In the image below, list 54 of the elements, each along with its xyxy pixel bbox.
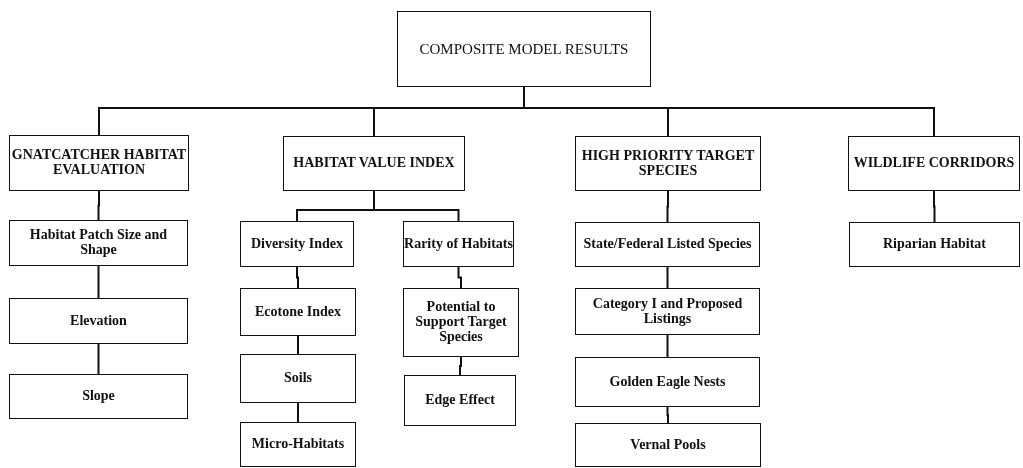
box-label: Riparian Habitat	[882, 237, 987, 252]
box	[9, 298, 188, 344]
box	[9, 374, 188, 419]
box	[240, 288, 356, 336]
box-label: State/Federal Listed Species	[583, 237, 752, 252]
connector-line	[97, 343, 100, 375]
box-label: Vernal Pools	[630, 437, 706, 453]
connector-line	[666, 334, 669, 358]
box	[9, 220, 188, 266]
box	[575, 423, 761, 467]
connector-line	[296, 266, 299, 289]
box	[848, 136, 1020, 191]
connector-line	[933, 190, 936, 223]
box	[575, 222, 760, 267]
connector-line	[297, 402, 299, 423]
connector-line	[666, 266, 669, 289]
box-label: HIGH PRIORITY TARGET SPECIES	[580, 148, 756, 179]
box	[403, 221, 514, 267]
box	[575, 288, 760, 335]
box-label: WILDLIFE CORRIDORS	[853, 156, 1015, 171]
box-label: Elevation	[70, 313, 127, 329]
box	[240, 354, 356, 403]
box	[283, 136, 465, 191]
box-label: Micro-Habitats	[251, 437, 345, 452]
box-label: Rarity of Habitats	[404, 236, 513, 252]
box-label: HABITAT VALUE INDEX	[293, 156, 455, 171]
box	[404, 375, 516, 426]
connector-line	[297, 335, 299, 355]
box	[575, 357, 760, 407]
box	[240, 422, 356, 467]
connector-line	[457, 266, 462, 289]
box-label: Potential to Support Target Species	[414, 300, 508, 345]
connector-line	[373, 190, 460, 222]
box-label: COMPOSITE MODEL RESULTS	[419, 39, 629, 59]
box-label: Category I and Proposed Listings	[591, 296, 744, 327]
connector-line	[97, 190, 100, 221]
connector-line	[666, 190, 669, 223]
box	[575, 136, 761, 191]
box-label: Soils	[284, 371, 312, 386]
box-label: Golden Eagle Nests	[609, 374, 726, 390]
box-label: GNATCATCHER HABITAT EVALUATION	[10, 148, 188, 178]
box	[240, 221, 354, 267]
box	[397, 11, 651, 87]
box-label: Habitat Patch Size and Shape	[28, 228, 169, 258]
box	[403, 288, 519, 357]
connector-line	[97, 265, 100, 299]
box-label: Slope	[82, 389, 115, 404]
box	[849, 222, 1020, 267]
box-label: Diversity Index	[250, 236, 344, 252]
box-label: Ecotone Index	[255, 304, 341, 320]
box	[9, 135, 189, 191]
connector-line	[459, 356, 462, 376]
box-label: Edge Effect	[425, 393, 495, 408]
connector-line	[666, 406, 669, 424]
